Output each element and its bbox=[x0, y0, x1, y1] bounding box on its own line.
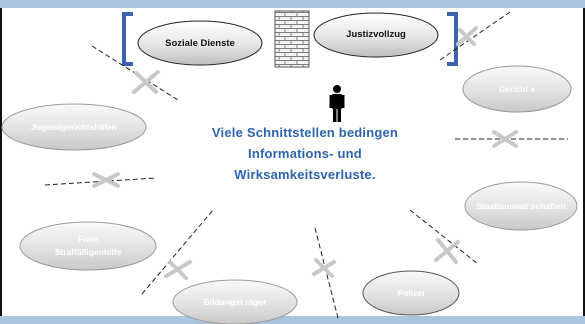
message-line-1: Viele Schnittstellen bedingen bbox=[211, 125, 399, 140]
oval-freie-line2: Straffälligenhilfe bbox=[55, 247, 122, 257]
frame-left-border bbox=[0, 8, 2, 316]
oval-justizvollzug: Justizvollzug bbox=[346, 29, 406, 40]
oval-staatsanwaltschaften: Staatsanwalt schaften bbox=[476, 201, 565, 211]
frame-right-border bbox=[583, 8, 585, 316]
connection-lines bbox=[44, 11, 568, 319]
oval-freie-line1: Freie bbox=[78, 234, 99, 244]
oval-gerichte: Gericht e bbox=[499, 84, 536, 94]
left-bracket bbox=[122, 12, 133, 66]
scissors-icon bbox=[92, 26, 518, 280]
top-band bbox=[0, 0, 585, 8]
message-line-2: Informations- und bbox=[248, 146, 362, 161]
oval-polizei: Polizei bbox=[398, 288, 425, 298]
oval-bildungstraeger: Bildungst räger bbox=[204, 297, 268, 307]
brick-wall-icon bbox=[274, 10, 310, 68]
oval-soziale-dienste: Soziale Dienste bbox=[165, 38, 235, 49]
bottom-band bbox=[0, 316, 585, 324]
person-icon bbox=[329, 85, 345, 122]
central-message: Viele Schnittstellen bedingen Informatio… bbox=[190, 122, 420, 185]
oval-jugendgerichtshilfen: Jugendgerichtshilfen bbox=[31, 122, 117, 132]
message-line-3: Wirksamkeitsverluste. bbox=[234, 167, 376, 182]
right-bracket bbox=[447, 12, 458, 66]
